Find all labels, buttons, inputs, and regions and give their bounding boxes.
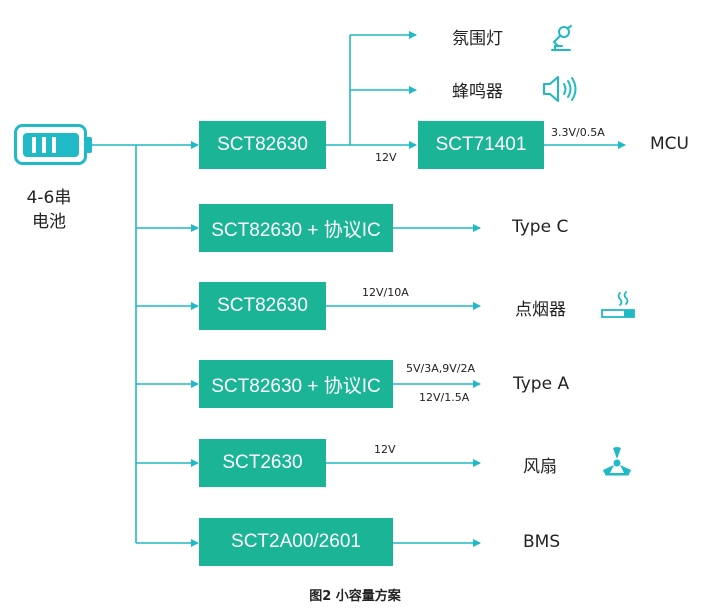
mcu-label: MCU: [650, 134, 689, 154]
cigarette-lighter-label: 点烟器: [515, 300, 566, 320]
mcu-spec-label: 3.3V/0.5A: [551, 126, 605, 139]
sct82630-protocol-box-row2: SCT82630 + 协议IC: [199, 204, 393, 252]
spec-type-a-bottom-label: 12V/1.5A: [419, 391, 470, 404]
bms-label: BMS: [523, 532, 561, 552]
battery-label-line2: 电池: [32, 212, 66, 232]
figure-caption: 图2 小容量方案: [309, 589, 401, 604]
type-c-label: Type C: [512, 217, 569, 237]
fan-label: 风扇: [523, 457, 557, 477]
battery-icon: [14, 124, 92, 165]
voltage-12v-label: 12V: [375, 151, 397, 164]
cigarette-icon: [601, 291, 635, 318]
sct71401-box: SCT71401: [418, 121, 544, 169]
sct82630-protocol-box-row4: SCT82630 + 协议IC: [199, 360, 393, 408]
speaker-icon: [543, 76, 577, 102]
ambient-light-label: 氛围灯: [452, 29, 503, 49]
battery-label-line1: 4-6串: [26, 188, 72, 208]
sct82630-box-row1: SCT82630: [199, 121, 326, 169]
sct2a00-2601-box: SCT2A00/2601: [199, 518, 393, 566]
spec-fan-12v-label: 12V: [374, 443, 396, 456]
sct82630-box-row3: SCT82630: [199, 282, 326, 330]
spec-type-a-top-label: 5V/3A,9V/2A: [406, 362, 476, 375]
lamp-icon: [551, 25, 572, 51]
buzzer-label: 蜂鸣器: [452, 82, 503, 102]
type-a-label: Type A: [513, 374, 570, 394]
spec-12v-10a-label: 12V/10A: [362, 286, 409, 299]
fan-icon: [603, 447, 631, 476]
sct2630-box: SCT2630: [199, 439, 326, 487]
